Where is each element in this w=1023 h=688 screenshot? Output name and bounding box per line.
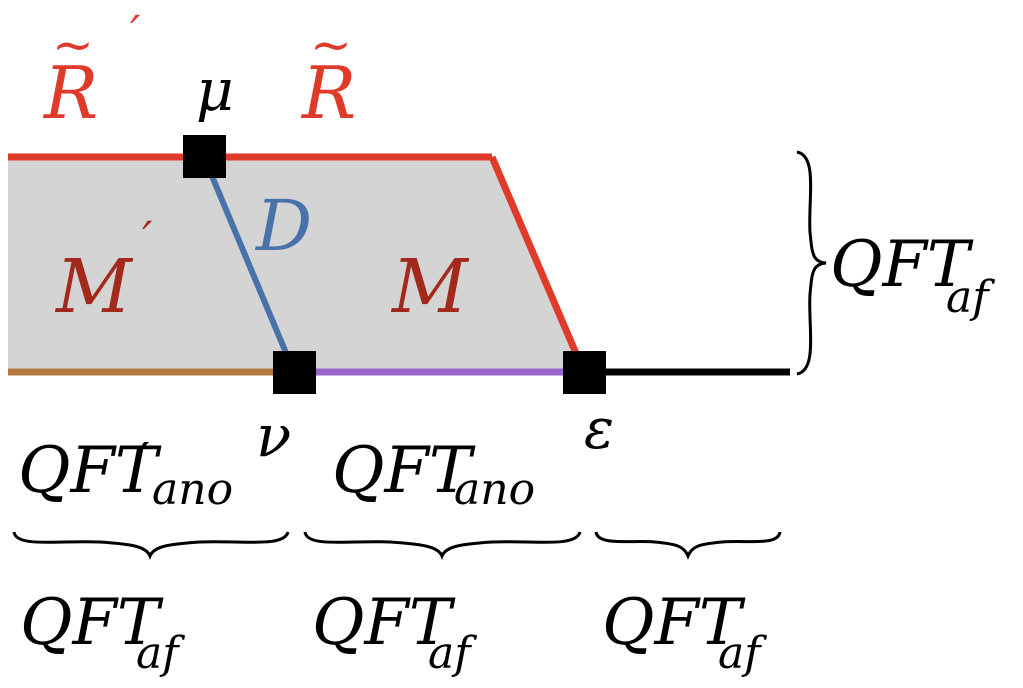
junction-nu	[273, 351, 316, 394]
svg-text:~: ~	[52, 16, 94, 74]
qft-ano-prime-label: QFT ′ ano	[18, 432, 233, 515]
svg-text:af: af	[136, 628, 185, 679]
svg-text:ano: ano	[454, 464, 535, 515]
qft-af-bottom-right: QFT af	[602, 586, 767, 679]
nu-label: ν	[256, 402, 291, 470]
svg-text:af: af	[428, 628, 477, 679]
m-prime-label: M ′	[54, 211, 153, 330]
qft-ano-label: QFT ano	[332, 434, 535, 515]
svg-text:QFT: QFT	[332, 434, 476, 508]
mu-label: μ	[196, 56, 234, 124]
svg-text:QFT: QFT	[312, 586, 456, 660]
junction-mu	[183, 135, 226, 178]
right-curly-brace	[796, 150, 827, 376]
svg-text:QFT: QFT	[602, 586, 746, 660]
bottom-brace-middle	[303, 531, 582, 561]
svg-text:af: af	[718, 628, 767, 679]
qft-af-right: QFT af	[830, 228, 995, 323]
r-tilde-prime-label: R ~ ′	[42, 5, 141, 135]
slanted-boundary	[488, 155, 588, 374]
epsilon-label: ε	[584, 397, 614, 462]
svg-text:M: M	[54, 244, 134, 330]
svg-text:af: af	[946, 272, 995, 323]
svg-text:′: ′	[138, 432, 150, 490]
bottom-brace-left	[12, 531, 290, 561]
qft-af-bottom-middle: QFT af	[312, 586, 477, 679]
r-tilde-label: R ~	[300, 16, 356, 135]
bottom-brace-right	[594, 531, 782, 561]
svg-text:R: R	[42, 51, 98, 135]
svg-text:R: R	[300, 51, 356, 135]
defect-line	[201, 155, 297, 374]
svg-text:QFT: QFT	[830, 228, 974, 302]
bulk-slab	[8, 157, 584, 372]
junction-epsilon	[563, 351, 606, 394]
defect-label: D	[254, 185, 312, 267]
svg-text:~: ~	[310, 16, 352, 74]
svg-text:ano: ano	[152, 464, 233, 515]
svg-text:QFT: QFT	[18, 434, 162, 508]
svg-text:QFT: QFT	[20, 586, 164, 660]
qft-af-bottom-left: QFT af	[20, 586, 185, 679]
svg-text:′: ′	[130, 5, 141, 59]
m-label: M	[390, 244, 470, 330]
svg-text:′: ′	[142, 211, 153, 265]
